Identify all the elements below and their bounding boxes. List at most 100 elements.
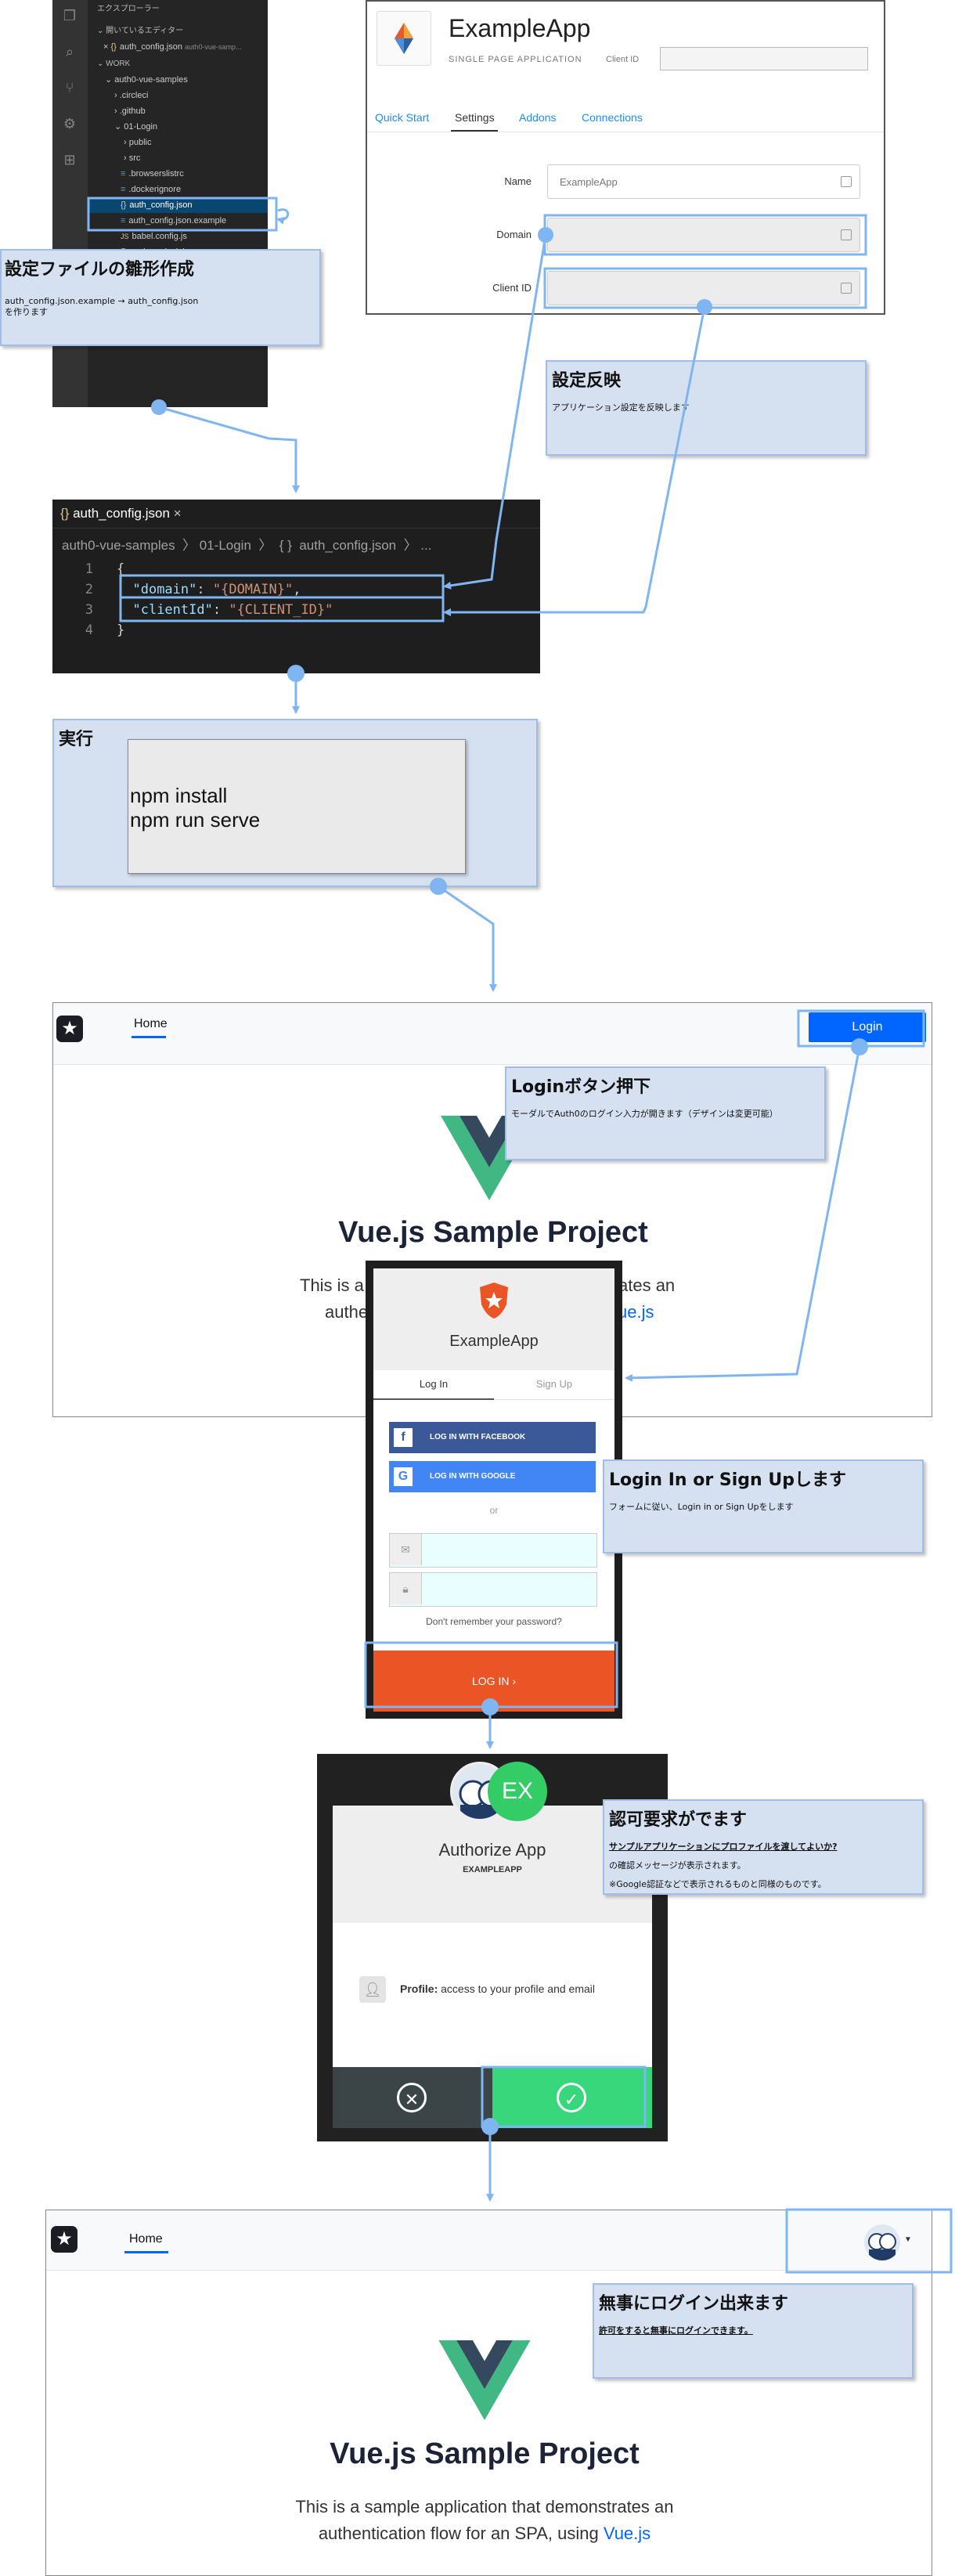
auth0-shield-icon (480, 1283, 508, 1319)
debug-icon[interactable]: ⚙ (63, 116, 77, 132)
file-tree-item[interactable]: › .circleci (114, 91, 149, 100)
files-icon[interactable]: ❐ (63, 8, 77, 23)
file-tree-item[interactable]: › public (124, 138, 152, 147)
name-label: Name (504, 175, 532, 187)
login-button[interactable]: Login (809, 1012, 926, 1042)
forgot-password-link[interactable]: Don't remember your password? (426, 1616, 562, 1627)
source-control-icon[interactable]: ⑂ (65, 80, 74, 96)
open-editor-name: auth_config.json (119, 42, 182, 52)
mail-icon: ✉ (390, 1534, 422, 1565)
file-tree-item[interactable]: ⌄ auth0-vue-samples (105, 75, 188, 85)
callout-login-button: Loginボタン押下 モーダルでAuth0のログイン入力が開きます（デザインは変… (505, 1066, 826, 1160)
command-box: npm install npm run serve (128, 739, 466, 874)
facebook-login-button[interactable]: f LOG IN WITH FACEBOOK (389, 1422, 596, 1453)
google-icon: G (394, 1467, 413, 1486)
activity-bar: ❐ ⌕ ⑂ ⚙ ⊞ (52, 0, 88, 407)
domain-field[interactable] (547, 218, 860, 252)
search-icon[interactable]: ⌕ (65, 44, 74, 60)
callout-authorize-title: 認可要求がでます (609, 1810, 748, 1830)
close-icon: ✕ (397, 2083, 427, 2112)
callout-template: 設定ファイルの雛形作成 auth_config.json.example → a… (0, 249, 321, 346)
callout-apply-title: 設定反映 (552, 371, 622, 391)
explorer-sidebar: エクスプローラー ⌄ 開いているエディター × {}auth_config.js… (88, 0, 268, 407)
tab-quick-start[interactable]: Quick Start (375, 111, 430, 124)
tab-connections[interactable]: Connections (582, 111, 643, 124)
vuejs-link[interactable]: Vue.js (603, 2524, 651, 2543)
app-logo-icon (395, 23, 413, 54)
code-line: 2 "domain": "{DOMAIN}", (52, 579, 301, 600)
file-tree-item[interactable]: ⌄ 01-Login (114, 122, 158, 132)
file-tree-item[interactable]: › .github (114, 106, 146, 116)
file-tree-item[interactable]: {}auth_config.json (88, 197, 268, 213)
file-icon: ≡ (121, 216, 126, 225)
work-section[interactable]: ⌄ WORK (97, 60, 131, 68)
copy-icon[interactable] (841, 176, 852, 187)
file-tree-item[interactable]: › src (124, 153, 141, 163)
client-id-field[interactable] (547, 271, 860, 305)
callout-login-button-title: Loginボタン押下 (511, 1077, 651, 1097)
file-tree-item[interactable]: ≡.browserslistrc (88, 166, 268, 182)
json-value: "{CLIENT_ID}" (229, 602, 333, 618)
file-tree-label: babel.config.js (132, 232, 187, 241)
file-tree-label: .circleci (119, 91, 149, 100)
password-field[interactable]: 🔒︎ (389, 1572, 597, 1607)
app-name: ExampleApp (449, 14, 591, 42)
desc-fragment-right2[interactable]: ue.js (618, 1302, 654, 1322)
deny-button[interactable]: ✕ (333, 2067, 492, 2128)
email-field[interactable]: ✉ (389, 1533, 597, 1568)
copy-icon[interactable] (841, 283, 852, 294)
name-field[interactable]: ExampleApp (547, 164, 860, 199)
explorer-panel: ❐ ⌕ ⑂ ⚙ ⊞ エクスプローラー ⌄ 開いているエディター × {}auth… (52, 0, 268, 407)
callout-authorize-line2: の確認メッセージが表示されます。 (609, 1860, 746, 1871)
file-tree-label: src (128, 153, 141, 163)
file-tree-label: .github (119, 106, 146, 116)
navbar: ★ Home Login (53, 1003, 932, 1065)
app-badge: EX (488, 1762, 547, 1821)
profile-scope: Profile: access to your profile and emai… (400, 1983, 595, 1995)
callout-authorize-line3: ※Google認証などで表示されるものと同様のものです。 (609, 1879, 827, 1889)
editor-tab-label: auth_config.json (73, 506, 170, 521)
lock-tab-login[interactable]: Log In (419, 1378, 449, 1390)
google-label: LOG IN WITH GOOGLE (430, 1472, 516, 1481)
tab-settings[interactable]: Settings (455, 111, 495, 124)
callout-authorize: 認可要求がでます サンプルアプリケーションにプロファイルを渡してよいか? の確認… (603, 1799, 924, 1895)
open-editors-section[interactable]: ⌄ 開いているエディター (97, 27, 184, 35)
callout-authorize-line1: サンプルアプリケーションにプロファイルを渡してよいか? (609, 1842, 838, 1852)
lock-tab-indicator (373, 1398, 494, 1400)
file-tree-item[interactable]: ≡.dockerignore (88, 182, 268, 197)
lock-tab-signup[interactable]: Sign Up (535, 1378, 573, 1390)
auth0-lock-modal: ExampleApp Log In Sign Up f LOG IN WITH … (366, 1261, 622, 1719)
nav-home-indicator (132, 1036, 166, 1038)
client-id-header-field[interactable] (660, 47, 868, 70)
callout-login-signup-title: Login In or Sign Upします (609, 1470, 846, 1490)
tab-active-indicator (451, 130, 498, 132)
google-login-button[interactable]: G LOG IN WITH GOOGLE (389, 1461, 596, 1492)
callout-login-signup-text: フォームに従い、Login in or Sign Upをします (609, 1502, 794, 1512)
copy-icon[interactable] (841, 229, 852, 240)
chevron-down-icon[interactable]: ▼ (904, 2235, 912, 2244)
file-tree-item[interactable]: ≡auth_config.json.example (88, 213, 268, 229)
lock-or: or (489, 1505, 499, 1516)
authorize-header (333, 1806, 652, 1923)
name-value: ExampleApp (560, 176, 618, 188)
extensions-icon[interactable]: ⊞ (63, 152, 76, 168)
nav-home[interactable]: Home (134, 1017, 168, 1030)
user-avatar-menu[interactable] (864, 2224, 900, 2260)
callout-success: 無事にログイン出来ます 許可をすると無事にログインできます。 (593, 2283, 914, 2379)
app-description: This is a sample application that demons… (211, 2494, 759, 2547)
lock-icon: 🔒︎ (390, 1573, 422, 1604)
domain-label: Domain (496, 229, 532, 240)
editor-tab[interactable]: {} auth_config.json × (52, 500, 217, 528)
close-icon[interactable]: × (173, 506, 182, 521)
user-icon: 👤︎ (359, 1976, 386, 2003)
open-editor-item[interactable]: × {}auth_config.json auth0-vue-samp... (103, 42, 242, 52)
lock-submit-button[interactable]: LOG IN › (373, 1651, 614, 1712)
file-tree-label: .dockerignore (128, 185, 182, 194)
file-icon: ≡ (121, 185, 126, 194)
tab-addons[interactable]: Addons (519, 111, 557, 124)
file-tree-label: 01-Login (124, 122, 158, 132)
allow-button[interactable]: ✓ (492, 2067, 652, 2128)
json-key: "clientId" (132, 602, 213, 618)
nav-home[interactable]: Home (129, 2232, 163, 2246)
